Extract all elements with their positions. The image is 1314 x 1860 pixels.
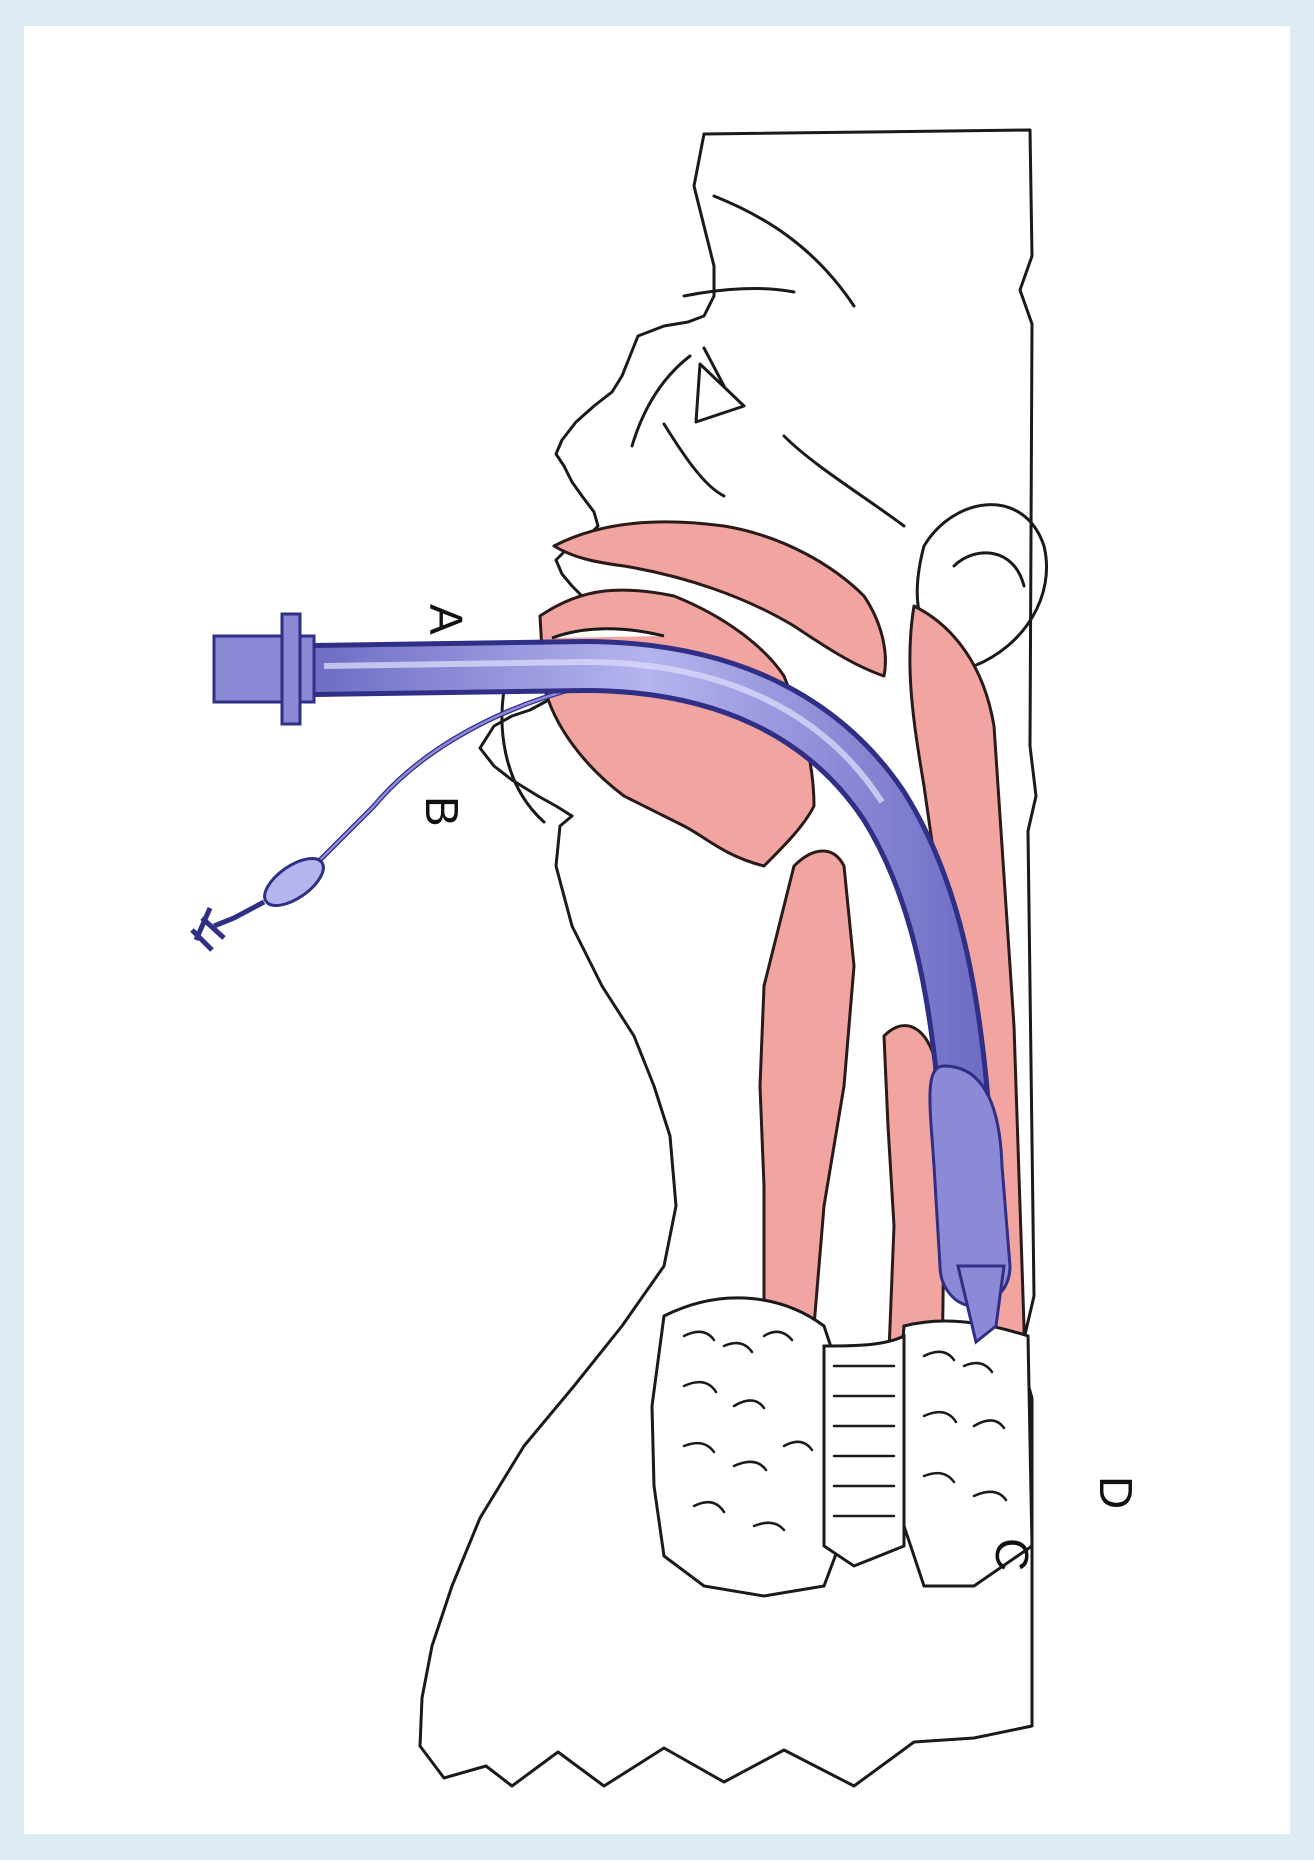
label-c: C: [986, 1538, 1038, 1571]
label-b: B: [416, 796, 468, 827]
intubation-diagram: A B C D: [24, 26, 1290, 1834]
label-d: D: [1090, 1476, 1142, 1509]
label-a: A: [420, 604, 472, 635]
figure-frame: A B C D: [24, 26, 1290, 1834]
